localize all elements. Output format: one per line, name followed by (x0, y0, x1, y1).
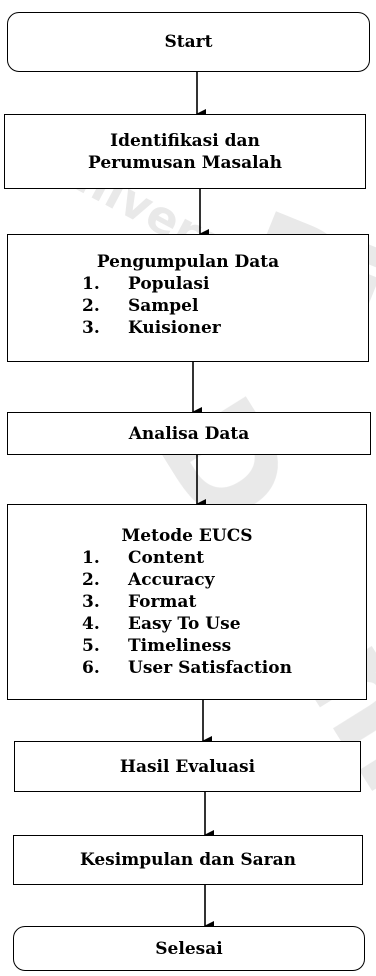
pengumpulan-list: 1. Populasi 2. Sampel 3. Kuisioner (8, 273, 368, 339)
list-item-number: 4. (82, 614, 100, 634)
list-item-number: 1. (82, 274, 100, 294)
list-item: 5. Timeliness (82, 635, 366, 657)
hasil-node: Hasil Evaluasi (14, 741, 361, 792)
list-item-number: 6. (82, 658, 100, 678)
list-item: 3. Format (82, 591, 366, 613)
hasil-label: Hasil Evaluasi (119, 756, 256, 777)
list-item-number: 3. (82, 318, 100, 338)
list-item-label: Format (128, 592, 197, 612)
list-item: 1. Content (82, 547, 366, 569)
list-item-label: Sampel (128, 296, 199, 316)
list-item-label: Kuisioner (128, 318, 221, 338)
list-item: 3. Kuisioner (82, 317, 368, 339)
list-item-label: User Satisfaction (128, 658, 292, 678)
pengumpulan-title: Pengumpulan Data (96, 252, 280, 272)
list-item-label: Content (128, 548, 205, 568)
pengumpulan-node: Pengumpulan Data 1. Populasi 2. Sampel 3… (7, 234, 369, 362)
list-item: 2. Sampel (82, 295, 368, 317)
identifikasi-label-line1: Identifikasi dan (110, 130, 260, 151)
selesai-label: Selesai (155, 938, 223, 959)
list-item-label: Populasi (128, 274, 210, 294)
list-item-number: 2. (82, 296, 100, 316)
analisa-node: Analisa Data (7, 412, 371, 455)
metode-title: Metode EUCS (121, 526, 253, 546)
list-item: 1. Populasi (82, 273, 368, 295)
start-label: Start (164, 32, 213, 52)
analisa-label: Analisa Data (128, 423, 250, 444)
metode-node: Metode EUCS 1. Content 2. Accuracy 3. Fo… (7, 504, 367, 700)
list-item-label: Easy To Use (128, 614, 241, 634)
list-item-label: Accuracy (128, 570, 215, 590)
metode-list: 1. Content 2. Accuracy 3. Format 4. Easy… (8, 547, 366, 679)
selesai-node: Selesai (13, 926, 365, 971)
list-item-number: 2. (82, 570, 100, 590)
identifikasi-label-line2: Perumusan Masalah (88, 152, 282, 173)
kesimpulan-node: Kesimpulan dan Saran (13, 835, 363, 885)
kesimpulan-label: Kesimpulan dan Saran (79, 850, 297, 870)
list-item-number: 1. (82, 548, 100, 568)
list-item: 4. Easy To Use (82, 613, 366, 635)
list-item-label: Timeliness (128, 636, 232, 656)
list-item: 2. Accuracy (82, 569, 366, 591)
list-item: 6. User Satisfaction (82, 657, 366, 679)
identifikasi-node: Identifikasi dan Perumusan Masalah (4, 114, 366, 189)
list-item-number: 3. (82, 592, 100, 612)
start-node: Start (7, 12, 370, 72)
list-item-number: 5. (82, 636, 100, 656)
